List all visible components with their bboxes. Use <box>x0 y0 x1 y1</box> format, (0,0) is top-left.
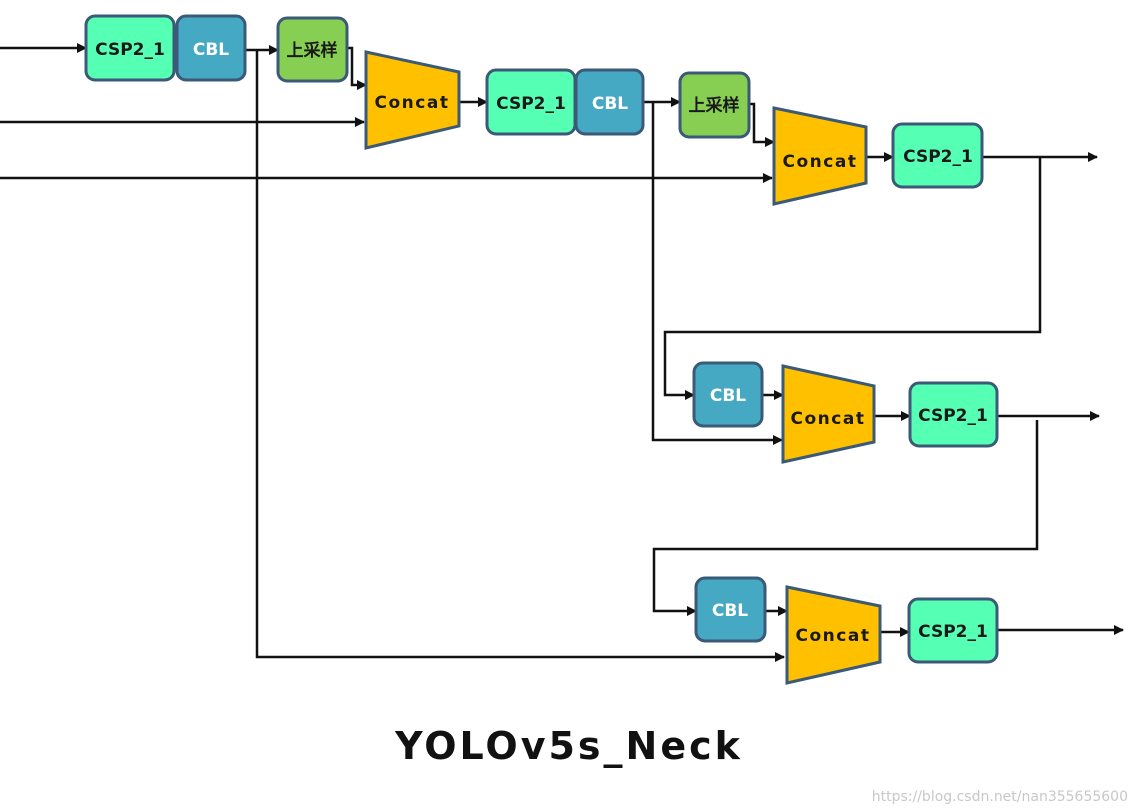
csp-label: CSP2_1 <box>496 94 566 114</box>
cbl-label: CBL <box>710 386 746 406</box>
csp-block: CSP2_1 <box>907 597 999 664</box>
concat-label: Concat <box>783 152 858 172</box>
upsample-block: 上采样 <box>678 71 751 139</box>
connections <box>0 43 1124 662</box>
upsample-label: 上采样 <box>287 40 338 61</box>
cbl-block: CBL <box>692 361 764 428</box>
concat-block: Concat <box>772 106 868 206</box>
cbl-block: CBL <box>175 14 247 82</box>
upsample-block: 上采样 <box>276 16 349 83</box>
concat-block: Concat <box>781 364 876 464</box>
csp-block: CSP2_1 <box>84 14 176 82</box>
cbl-label: CBL <box>592 94 628 114</box>
diagram-title: YOLOv5s_Neck <box>395 724 743 768</box>
csp-label: CSP2_1 <box>918 622 988 642</box>
concat-block: Concat <box>785 585 882 685</box>
concat-block: Concat <box>364 50 461 150</box>
concat-label: Concat <box>796 626 871 646</box>
csp-block: CSP2_1 <box>908 381 999 448</box>
upsample-label: 上采样 <box>689 95 740 116</box>
cbl-label: CBL <box>712 601 748 621</box>
csp-label: CSP2_1 <box>95 40 165 60</box>
csp-label: CSP2_1 <box>918 406 988 426</box>
watermark: https://blog.csdn.net/nan355655600 <box>871 789 1128 805</box>
csp-block: CSP2_1 <box>891 122 984 189</box>
cbl-label: CBL <box>193 40 229 60</box>
concat-label: Concat <box>791 409 866 429</box>
concat-label: Concat <box>375 93 450 113</box>
cbl-block: CBL <box>694 576 767 643</box>
cbl-block: CBL <box>574 68 645 136</box>
csp-label: CSP2_1 <box>903 147 973 167</box>
csp-block: CSP2_1 <box>485 68 577 136</box>
